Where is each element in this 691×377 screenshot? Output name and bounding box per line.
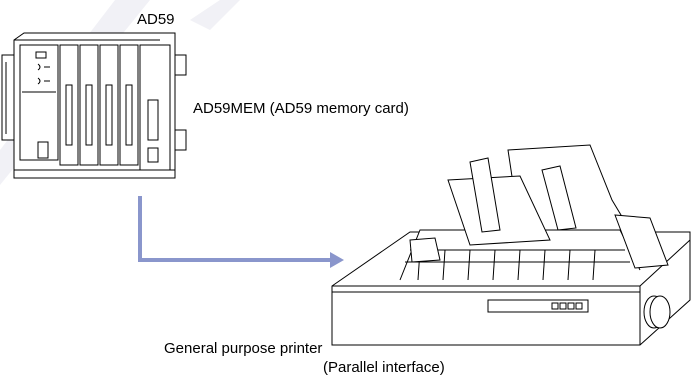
- plc-unit: [1, 32, 187, 179]
- watermark: [190, 0, 240, 30]
- printer: [331, 144, 691, 346]
- memory-card-label: AD59MEM (AD59 memory card): [193, 100, 409, 117]
- printer-label: General purpose printer: [164, 340, 323, 357]
- connection-arrow: [138, 196, 344, 268]
- interface-label: (Parallel interface): [323, 359, 445, 376]
- module-label: AD59: [137, 11, 175, 28]
